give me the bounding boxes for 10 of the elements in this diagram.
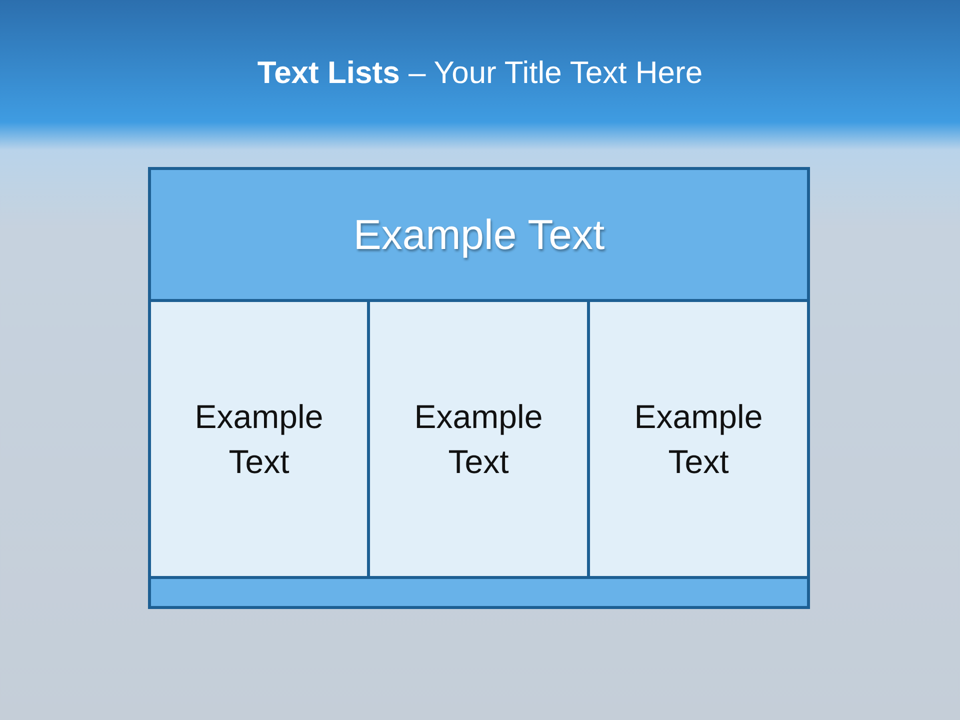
- column-text: Example Text: [413, 397, 544, 482]
- header-band: [148, 167, 810, 302]
- column-text: Example Text: [194, 397, 324, 482]
- footer-bar: [148, 576, 810, 609]
- column-panel: [587, 299, 810, 579]
- column-panel: [367, 299, 590, 579]
- column-panel: [148, 299, 370, 579]
- slide-title: Text Lists – Your Title Text Here: [257, 55, 703, 91]
- column-text: Example Text: [633, 397, 764, 482]
- header-text: Example Text: [353, 210, 605, 258]
